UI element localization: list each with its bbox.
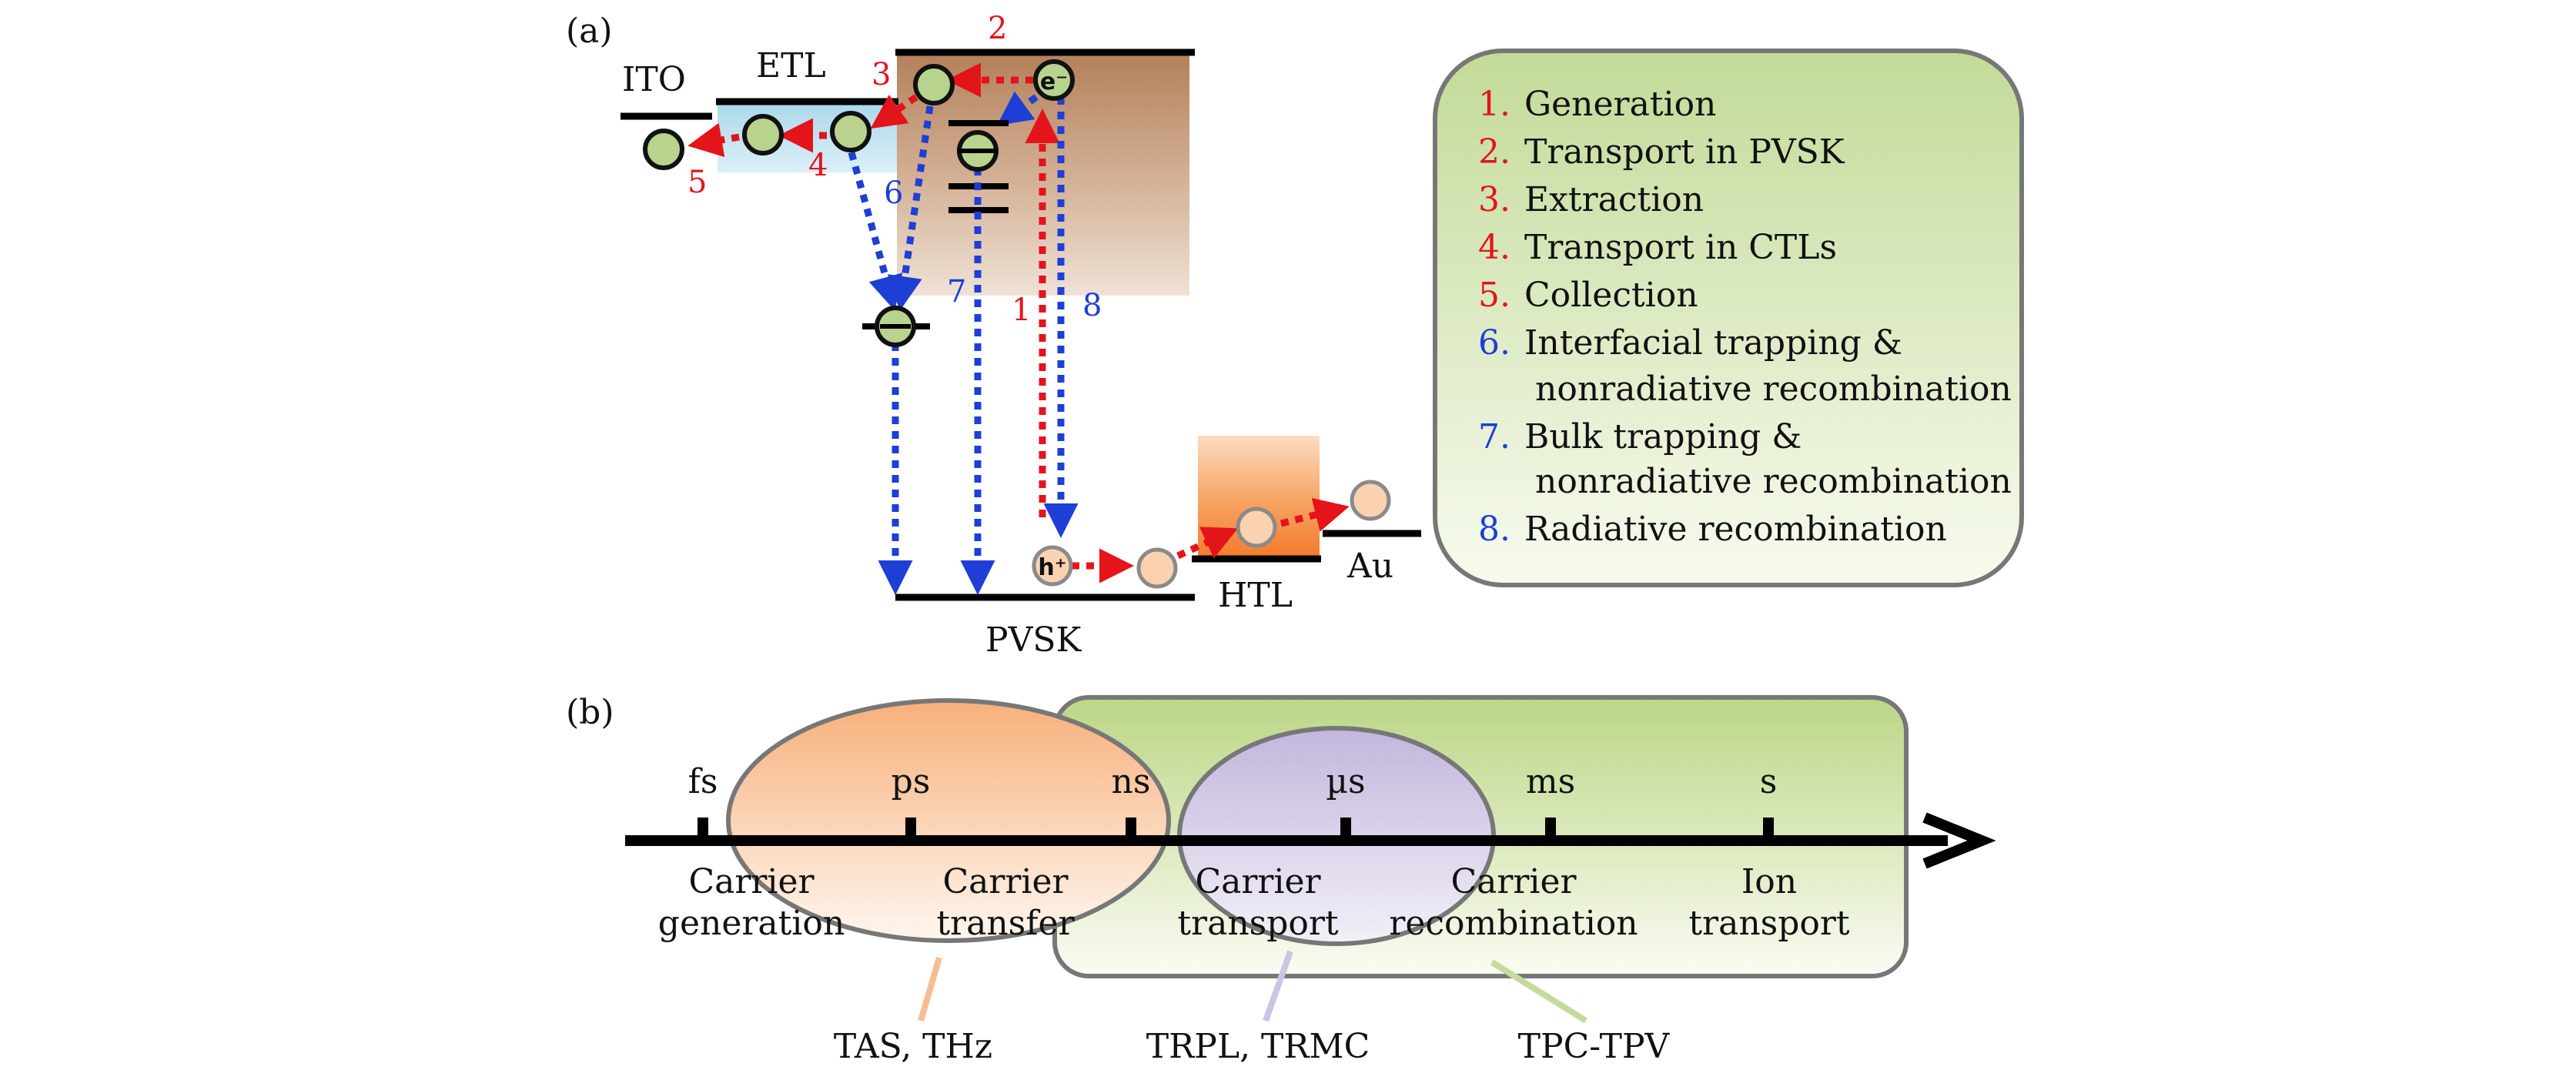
hole-photogenerated — [1032, 545, 1073, 587]
hole-pvsk-edge — [1136, 547, 1178, 589]
tick-label-ms: ms — [1526, 762, 1575, 801]
au-label: Au — [1347, 547, 1393, 586]
orange-ellipse — [726, 698, 1171, 943]
tick-label-fs: fs — [688, 762, 718, 801]
arrow-hole-extraction — [1176, 527, 1239, 560]
arrow-interfacial-trap-pvsk — [888, 105, 934, 311]
legend-item-3: 3.Extraction — [1478, 180, 1704, 219]
hole-htl — [1236, 507, 1277, 548]
hole-circles — [1032, 480, 1391, 589]
tpc-connector — [1490, 959, 1588, 1024]
process-label-3-line1: Carrier — [1195, 862, 1321, 901]
process-number-3: 3 — [871, 57, 891, 92]
tick-ms — [1545, 818, 1556, 838]
process-number-1: 1 — [1012, 293, 1031, 328]
panel-a-label: (a) — [566, 12, 613, 51]
process-number-5: 5 — [687, 165, 707, 200]
arrow-interfacial-trap-etl — [848, 151, 903, 311]
legend-item-5: 5.Collection — [1478, 276, 1698, 315]
electron-extracted — [913, 64, 955, 105]
legend-item-6: 6.Interfacial trapping & — [1478, 323, 1902, 363]
technique-tas-thz: TAS, THz — [834, 1027, 992, 1066]
time-ticks — [698, 818, 1774, 838]
tick-label-s: s — [1760, 762, 1778, 801]
electron-etl-1 — [742, 114, 784, 155]
electron-ito — [643, 129, 684, 170]
tick-ps — [905, 818, 916, 838]
process-label-2-line1: Carrier — [942, 862, 1069, 901]
process-label-4-line1: Carrier — [1450, 862, 1577, 901]
legend-item-7-cont: nonradiative recombination — [1535, 462, 2012, 501]
process-number-8: 8 — [1082, 288, 1102, 323]
arrow-trap-capture — [996, 91, 1039, 126]
electron-etl-2 — [830, 111, 871, 152]
process-label-5-line2: transport — [1688, 904, 1850, 943]
arrow-collection — [687, 122, 740, 158]
tick-label-ns: ns — [1112, 762, 1151, 801]
process-number-6: 6 — [884, 176, 903, 211]
legend-item-8: 8.Radiative recombination — [1478, 510, 1947, 549]
process-number-4: 4 — [808, 148, 828, 183]
process-number-2: 2 — [988, 11, 1007, 46]
blue-arrows — [848, 91, 1079, 595]
arrow-hole-collection — [1280, 497, 1350, 532]
ito-label: ITO — [622, 60, 686, 99]
process-label-2-line2: transfer — [936, 904, 1075, 943]
technique-tpc-tpv: TPC-TPV — [1518, 1027, 1671, 1066]
panel-b-label: (b) — [566, 693, 614, 732]
process-number-7: 7 — [947, 274, 966, 309]
electron-symbol: e⁻ — [1040, 69, 1068, 95]
process-label-5-line1: Ion — [1741, 862, 1797, 901]
pvsk-label: PVSK — [985, 620, 1082, 660]
legend-item-1: 1.Generation — [1478, 85, 1716, 124]
red-arrows — [687, 62, 1350, 583]
legend-item-4: 4.Transport in CTLs — [1478, 228, 1837, 267]
process-label-4-line2: recombination — [1389, 904, 1638, 943]
tick-ns — [1126, 818, 1136, 838]
tick-s — [1763, 818, 1774, 838]
process-label-3-line2: transport — [1177, 904, 1339, 943]
hole-au — [1350, 480, 1391, 521]
tick-us — [1340, 818, 1351, 838]
process-label-1-line2: generation — [658, 904, 845, 943]
legend-entries: 1.Generation 2.Transport in PVSK 3.Extra… — [1478, 85, 2012, 549]
tick-label-us: µs — [1326, 762, 1365, 801]
etl-label: ETL — [756, 46, 826, 85]
trpl-connector — [1263, 950, 1293, 1022]
tick-fs — [698, 818, 708, 838]
tas-connector — [918, 956, 942, 1022]
legend-item-6-cont: nonradiative recombination — [1535, 369, 2012, 409]
process-label-1-line1: Carrier — [688, 862, 815, 901]
electron-photogenerated — [1033, 59, 1075, 101]
legend-item-7: 7.Bulk trapping & — [1478, 417, 1802, 456]
legend-item-2: 2.Transport in PVSK — [1478, 132, 1845, 172]
time-tick-labels: fs ps ns µs ms s — [688, 762, 1778, 801]
technique-trpl-trmc: TRPL, TRMC — [1146, 1027, 1370, 1066]
htl-label: HTL — [1218, 576, 1293, 615]
legend-box — [1433, 48, 2024, 587]
time-axis-arrowhead-icon — [1922, 812, 1996, 869]
tick-label-ps: ps — [892, 762, 931, 801]
hole-symbol: h⁺ — [1038, 554, 1066, 581]
